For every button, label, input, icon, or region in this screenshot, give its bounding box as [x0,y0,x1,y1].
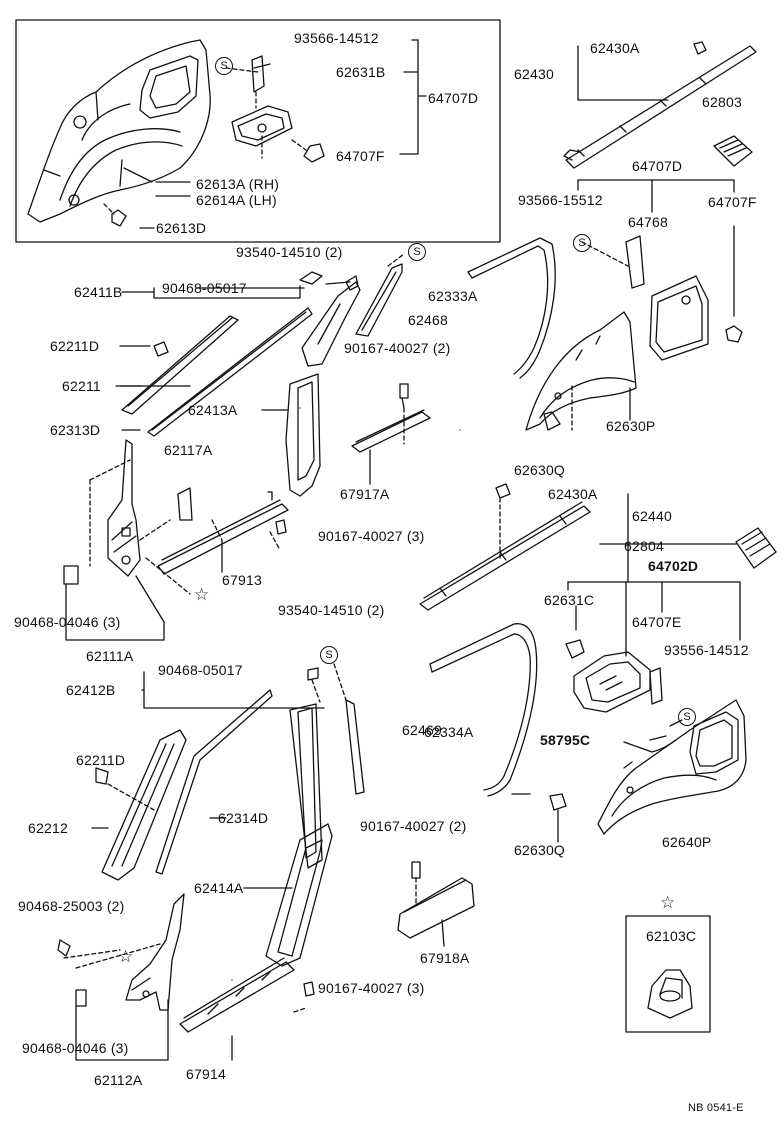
grille-62804 [735,527,777,569]
label-62313D: 62313D [50,422,101,438]
reference-code: NB 0541-E [688,1102,744,1114]
label-93540-14510-mid: 93540-14510 (2) [278,602,385,618]
label-62412B: 62412B [66,682,116,698]
label-58795C: 58795C [540,732,591,748]
clip-62103C-box [625,915,711,1033]
label-62334A: 62334A [424,724,474,740]
label-62411B: 62411B [74,284,123,300]
scuff-67914 [179,957,315,1061]
grille-62803 [713,135,753,167]
scuff-67913 [157,491,289,575]
pillar-62414A [243,823,333,967]
label-90167-40027-3-mid: 90167-40027 (3) [318,528,425,544]
label-93540-14510-top: 93540-14510 (2) [236,244,343,260]
inset-cover [103,55,325,227]
label-62614A: 62614A (LH) [196,192,277,208]
pillar-62469 [141,663,365,869]
label-62211D-mid: 62211D [76,752,126,768]
label-93566-14512: 93566-14512 [294,30,379,46]
label-90468-04046-top: 90468-04046 (3) [14,614,121,630]
inset-frame [15,19,501,243]
star-icon: ☆ [194,585,210,604]
label-62613A: 62613A (RH) [196,176,280,192]
label-62440: 62440 [632,508,672,524]
label-67914: 67914 [186,1066,226,1082]
label-64707D-inset: 64707D [428,90,479,106]
filler-door [649,275,743,361]
label-62430A-top: 62430A [590,40,640,56]
s-mark-icon: S [320,646,338,664]
star-icon: ☆ [118,947,134,966]
s-mark-icon: S [408,243,426,261]
label-62111A: 62111A [86,648,134,664]
label-64707D-right: 64707D [632,158,683,174]
label-67917A: 67917A [340,486,390,502]
weatherstrip-62333A [467,237,556,379]
star-icon: ☆ [660,893,676,912]
label-64707E: 64707E [632,614,682,630]
roof-rail-62430 [563,41,757,169]
label-62469: 62469 [402,722,442,738]
label-90468-04046-low: 90468-04046 (3) [22,1040,129,1056]
s-mark-icon: S [215,57,233,75]
pillar-garnish-62212 [95,689,273,881]
label-62112A: 62112A [94,1072,143,1088]
label-90167-40027-2-top: 90167-40027 (2) [344,340,451,356]
label-67918A: 67918A [420,950,470,966]
scuff-67918A [397,861,475,947]
weatherstrip-62334A [429,623,538,797]
wheelhouse-62630P [525,311,637,431]
label-93556-14512: 93556-14512 [664,642,749,658]
trim-62468 [301,253,405,367]
quarter-trim-62613A [27,39,211,223]
label-62804: 62804 [624,538,664,554]
rail-62440 [419,483,629,611]
bracket-62411B [153,285,301,299]
label-67913: 67913 [222,572,262,588]
label-62333A: 62333A [428,288,478,304]
s-mark-icon: S [678,708,696,726]
label-64707F-inset: 64707F [336,148,385,164]
label-62430A-mid: 62430A [548,486,598,502]
label-62117A: 62117A [164,442,213,458]
label-62613D: 62613D [156,220,207,236]
label-90468-05017-top: 90468-05017 [162,280,247,296]
label-90167-40027-2-low: 90167-40027 (2) [360,818,467,834]
label-62212: 62212 [28,820,68,836]
pillar-62413A [261,373,321,497]
label-62630P: 62630P [606,418,656,434]
label-62430: 62430 [514,66,554,82]
bracket-64768 [625,235,645,289]
s-mark-icon: S [573,234,591,252]
label-90468-05017-mid: 90468-05017 [158,662,243,678]
label-62413A: 62413A [188,402,238,418]
label-62314D: 62314D [218,810,269,826]
label-64707F-right: 64707F [708,194,757,210]
pillar-62111A [63,439,193,641]
label-62631B: 62631B [336,64,386,80]
label-62640P: 62640P [662,834,712,850]
label-93566-15512: 93566-15512 [518,192,603,208]
label-64768: 64768 [628,214,668,230]
label-62103C: 62103C [646,928,697,944]
label-62211D-top: 62211D [50,338,100,354]
label-90167-40027-3-low: 90167-40027 (3) [318,980,425,996]
pillar-62112A [57,893,185,1061]
label-62630Q-low: 62630Q [514,842,566,858]
label-62630Q-top: 62630Q [514,462,566,478]
quarter-62640P [549,699,747,843]
label-62631C: 62631C [544,592,595,608]
label-62414A: 62414A [194,880,244,896]
label-62468: 62468 [408,312,448,328]
scuff-67917A [351,383,431,485]
cover-62631C [565,639,663,713]
label-90468-25003: 90468-25003 (2) [18,898,125,914]
label-62803: 62803 [702,94,742,110]
label-62211: 62211 [62,378,101,394]
label-64702D: 64702D [648,558,699,574]
